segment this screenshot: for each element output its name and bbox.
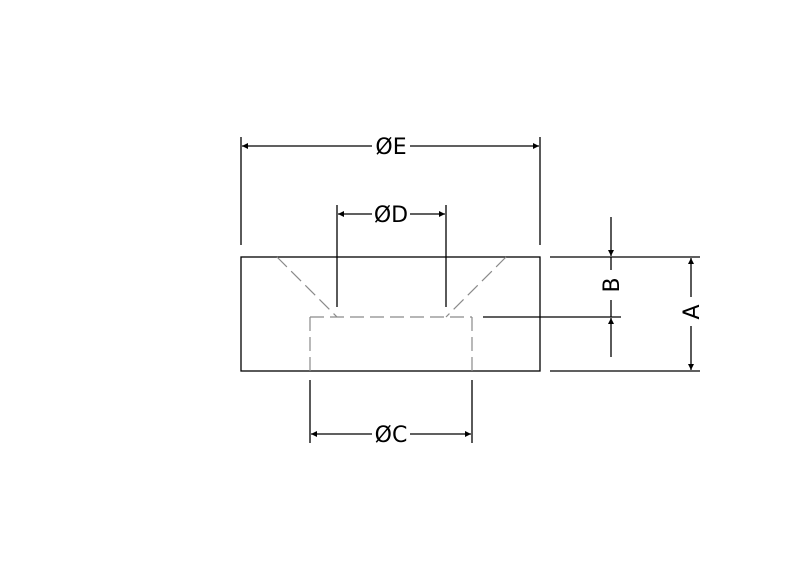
dim-a-label: A [680, 304, 705, 319]
extension-lines [240, 137, 700, 443]
dimension-lines [242, 143, 694, 437]
dia-d-label: ØD [374, 203, 408, 228]
countersink-right-hidden-line [445, 256, 507, 318]
part-outline [240, 256, 541, 372]
countersink-left-hidden-line [276, 256, 338, 318]
dia-c-label: ØC [375, 423, 408, 448]
dia-e-label: ØE [375, 135, 406, 160]
hidden-lines [276, 256, 507, 371]
dim-b-label: B [600, 277, 625, 292]
